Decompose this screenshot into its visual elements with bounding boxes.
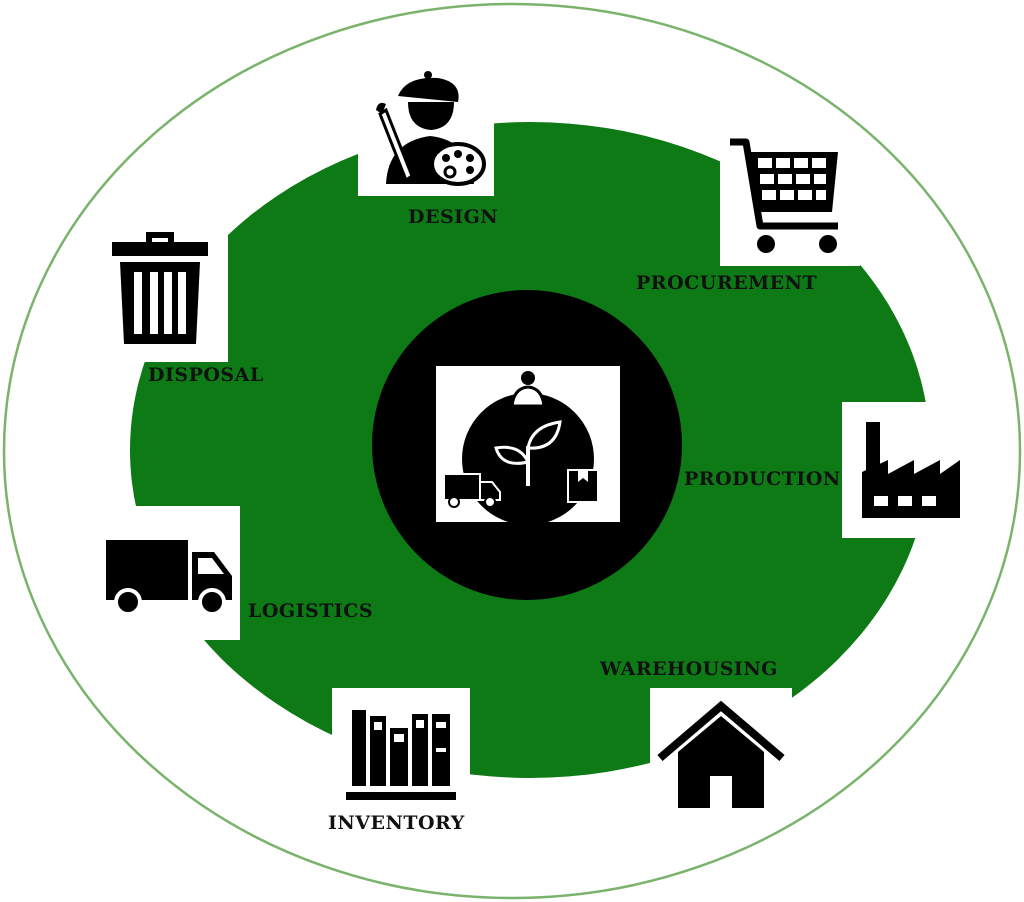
shopping-cart-icon bbox=[730, 138, 838, 253]
stage-label-disposal: DISPOSAL bbox=[148, 364, 264, 386]
stage-label-design: DESIGN bbox=[408, 206, 499, 228]
stage-label-warehousing: WAREHOUSING bbox=[600, 658, 778, 680]
trash-can-icon bbox=[112, 232, 208, 344]
disposal-icon-box bbox=[92, 222, 228, 362]
design-icon-box bbox=[358, 66, 494, 196]
procurement-icon-box bbox=[720, 126, 860, 266]
inventory-icon-box bbox=[332, 688, 470, 808]
center-icon-box bbox=[436, 366, 620, 522]
warehousing-icon-box bbox=[650, 688, 792, 822]
sustainable-supply-chain-icon bbox=[436, 366, 620, 522]
stage-label-production: PRODUCTION bbox=[684, 468, 841, 490]
artist-icon bbox=[376, 71, 486, 186]
stage-label-procurement: PROCUREMENT bbox=[636, 272, 818, 294]
truck-icon bbox=[106, 540, 232, 616]
stage-label-inventory: INVENTORY bbox=[328, 812, 465, 834]
stage-label-logistics: LOGISTICS bbox=[248, 600, 374, 622]
production-icon-box bbox=[842, 402, 972, 538]
books-icon bbox=[346, 710, 456, 800]
house-icon bbox=[657, 700, 785, 808]
logistics-icon-box bbox=[92, 506, 240, 640]
factory-icon bbox=[862, 422, 960, 518]
